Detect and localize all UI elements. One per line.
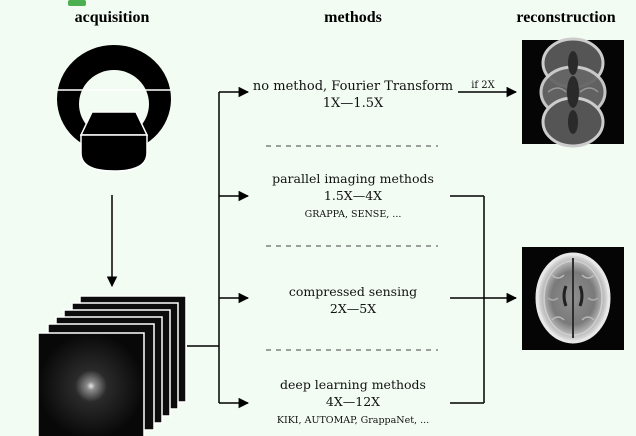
header-reconstruction: reconstruction bbox=[516, 9, 615, 26]
header-methods: methods bbox=[324, 9, 382, 26]
method-4-examples: KIKI, AUTOMAP, GrappaNet, ... bbox=[277, 415, 429, 426]
method-1-title: no method, Fourier Transform bbox=[253, 79, 453, 94]
method-3-speedup: 2X—5X bbox=[330, 301, 376, 316]
accent-tab bbox=[68, 0, 86, 6]
method-3-title: compressed sensing bbox=[289, 284, 417, 299]
method-2-title: parallel imaging methods bbox=[272, 171, 434, 186]
method-2-examples: GRAPPA, SENSE, ... bbox=[305, 209, 402, 220]
method-2-speedup: 1.5X—4X bbox=[324, 188, 382, 203]
mri-scanner-icon bbox=[57, 45, 171, 172]
method-4-title: deep learning methods bbox=[280, 377, 426, 392]
arrow-label-if-2x: if 2X bbox=[471, 80, 495, 91]
header-acquisition: acquisition bbox=[75, 9, 150, 26]
method-4-speedup: 4X—12X bbox=[326, 394, 380, 409]
kspace-stack-icon bbox=[37, 295, 187, 436]
aliased-brain-image bbox=[522, 37, 624, 148]
brain-mri-image bbox=[522, 247, 624, 350]
method-1-speedup: 1X—1.5X bbox=[323, 96, 384, 111]
